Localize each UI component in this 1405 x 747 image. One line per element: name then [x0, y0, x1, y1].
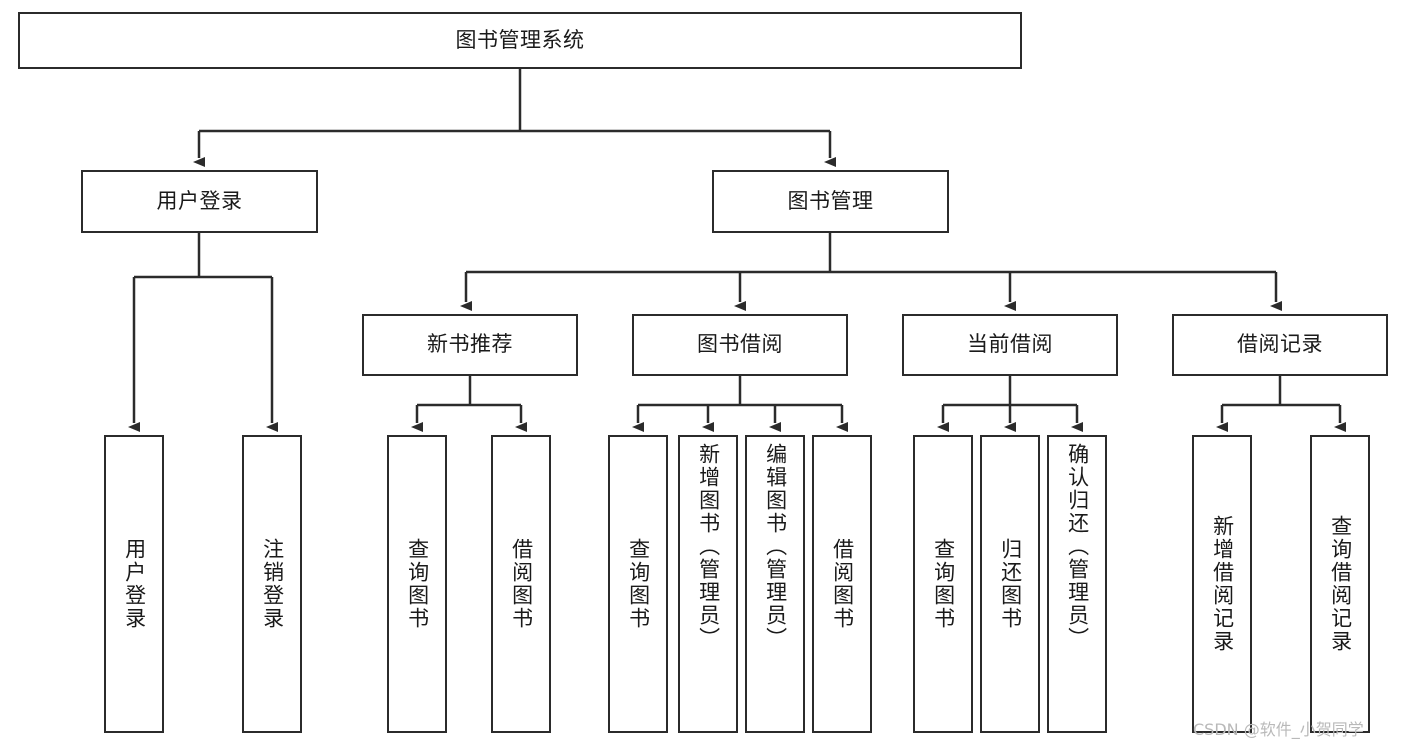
node-label: 新书推荐 [427, 332, 513, 357]
leaf-current-confirm-return-admin[interactable]: 确认归还（管理员） [1047, 435, 1107, 733]
node-label: 借阅图书 [830, 538, 855, 630]
node-label: 图书管理系统 [455, 27, 585, 52]
node-label: 图书管理 [787, 188, 874, 213]
node-label: 查询图书 [931, 538, 956, 630]
leaf-record-query-record[interactable]: 查询借阅记录 [1310, 435, 1370, 733]
node-label: 新增图书（管理员） [696, 443, 721, 650]
node-book-management[interactable]: 图书管理 [712, 170, 949, 233]
leaf-user-login-logout[interactable]: 注销登录 [242, 435, 302, 733]
node-current-borrow[interactable]: 当前借阅 [902, 314, 1118, 376]
leaf-borrow-edit-book-admin[interactable]: 编辑图书（管理员） [745, 435, 805, 733]
leaf-current-return-book[interactable]: 归还图书 [980, 435, 1040, 733]
node-label: 用户登录 [156, 188, 243, 213]
node-label: 图书借阅 [697, 332, 783, 357]
node-book-borrow[interactable]: 图书借阅 [632, 314, 848, 376]
node-label: 查询借阅记录 [1328, 515, 1353, 653]
node-label: 编辑图书（管理员） [763, 443, 788, 650]
node-label: 借阅记录 [1237, 332, 1323, 357]
node-label: 用户登录 [122, 538, 147, 630]
node-label: 查询图书 [405, 538, 430, 630]
node-label: 确认归还（管理员） [1065, 443, 1090, 650]
node-user-login[interactable]: 用户登录 [81, 170, 318, 233]
leaf-record-add-record[interactable]: 新增借阅记录 [1192, 435, 1252, 733]
node-label: 注销登录 [260, 538, 285, 630]
node-new-book-recommend[interactable]: 新书推荐 [362, 314, 578, 376]
leaf-borrow-add-book-admin[interactable]: 新增图书（管理员） [678, 435, 738, 733]
node-label: 归还图书 [998, 538, 1023, 630]
node-label: 新增借阅记录 [1210, 515, 1235, 653]
node-label: 查询图书 [626, 538, 651, 630]
node-label: 当前借阅 [967, 332, 1053, 357]
node-borrow-record[interactable]: 借阅记录 [1172, 314, 1388, 376]
leaf-recommend-borrow-book[interactable]: 借阅图书 [491, 435, 551, 733]
leaf-user-login-login[interactable]: 用户登录 [104, 435, 164, 733]
leaf-recommend-query-book[interactable]: 查询图书 [387, 435, 447, 733]
leaf-borrow-query-book[interactable]: 查询图书 [608, 435, 668, 733]
csdn-watermark: CSDN @软件_小贺同学 [1193, 720, 1364, 739]
leaf-current-query-book[interactable]: 查询图书 [913, 435, 973, 733]
leaf-borrow-borrow-book[interactable]: 借阅图书 [812, 435, 872, 733]
node-label: 借阅图书 [509, 538, 534, 630]
node-root-system[interactable]: 图书管理系统 [18, 12, 1022, 69]
